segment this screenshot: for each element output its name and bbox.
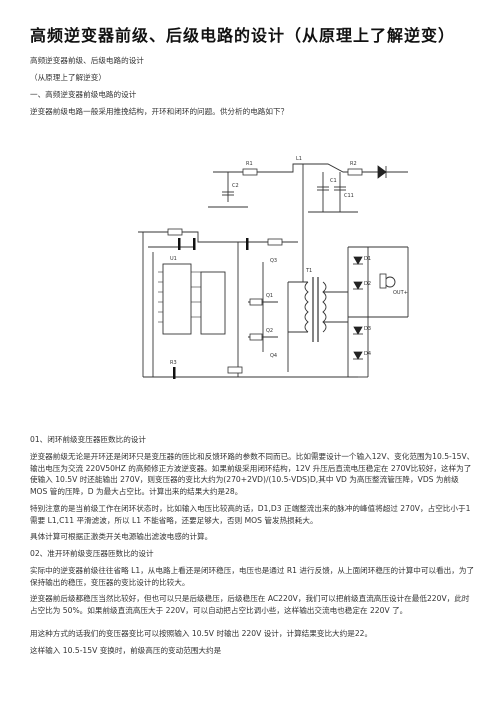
label-d3: D3 [364, 326, 371, 332]
label-c2: C2 [232, 183, 239, 189]
label-d1: D1 [364, 256, 371, 262]
paragraph-1: 逆变器前级无论是开环还是闭环只是变压器的匝比和反馈环路的参数不同而已。比如需要设… [30, 452, 475, 496]
subtitle-paren: （从原理上了解逆变） [30, 73, 106, 82]
section1-heading: 一、高频逆变器前级电路的设计 [30, 90, 137, 99]
label-c1: C1 [330, 178, 337, 184]
subtitle: 高频逆变器前级、后级电路的设计 [30, 56, 144, 65]
label-out: OUT+ [393, 290, 408, 296]
label-q1: Q1 [266, 293, 273, 299]
label-r2: R2 [350, 161, 357, 167]
label-q2: Q2 [266, 328, 273, 334]
paragraph-5: 逆变器前后级都稳压当然比较好，但也可以只是后级稳压，后级稳压在 AC220V，我… [30, 594, 470, 615]
circuit-schematic: R1 R2 C1 C11 C2 L1 U1 T1 D1 D2 D3 D4 Q1 … [138, 156, 409, 379]
label-d2: D2 [364, 281, 371, 287]
sub02-heading: 02、准开环前级变压器匝数比的设计 [30, 549, 154, 558]
label-u1: U1 [170, 256, 177, 262]
section1-intro: 逆变器前级电路一般采用推挽结构，开环和闭环的问题。供分析的电路如下？ [30, 107, 289, 116]
paragraph-7: 这样输入 10.5-15V 变换时，前级高压的变动范围大约是 [30, 646, 222, 655]
label-r3: R3 [170, 360, 177, 366]
sub01-heading: 01、闭环前级变压器匝数比的设计 [30, 435, 146, 444]
paragraph-4: 实际中的逆变器前级往往省略 L1，从电路上看还是闭环稳压，电压也是通过 R1 进… [30, 566, 475, 587]
label-c11: C11 [344, 193, 354, 199]
label-q4: Q4 [270, 353, 277, 359]
label-q3: Q3 [270, 258, 277, 264]
document-title: 高频逆变器前级、后级电路的设计（从原理上了解逆变） [30, 26, 456, 45]
label-l1: L1 [296, 156, 302, 162]
label-t1: T1 [305, 268, 312, 274]
paragraph-2: 特别注意的是当前级工作在闭环状态时，比如输入电压比较高的话，D1,D3 正端整流… [30, 504, 471, 525]
paragraph-3: 具体计算可根据正激类开关电源输出滤波电感的计算。 [30, 532, 213, 541]
paragraph-6: 用这种方式的话我们的变压器变比可以按照输入 10.5V 时输出 220V 设计，… [30, 629, 373, 638]
label-d4: D4 [364, 351, 371, 357]
label-r1: R1 [246, 161, 253, 167]
